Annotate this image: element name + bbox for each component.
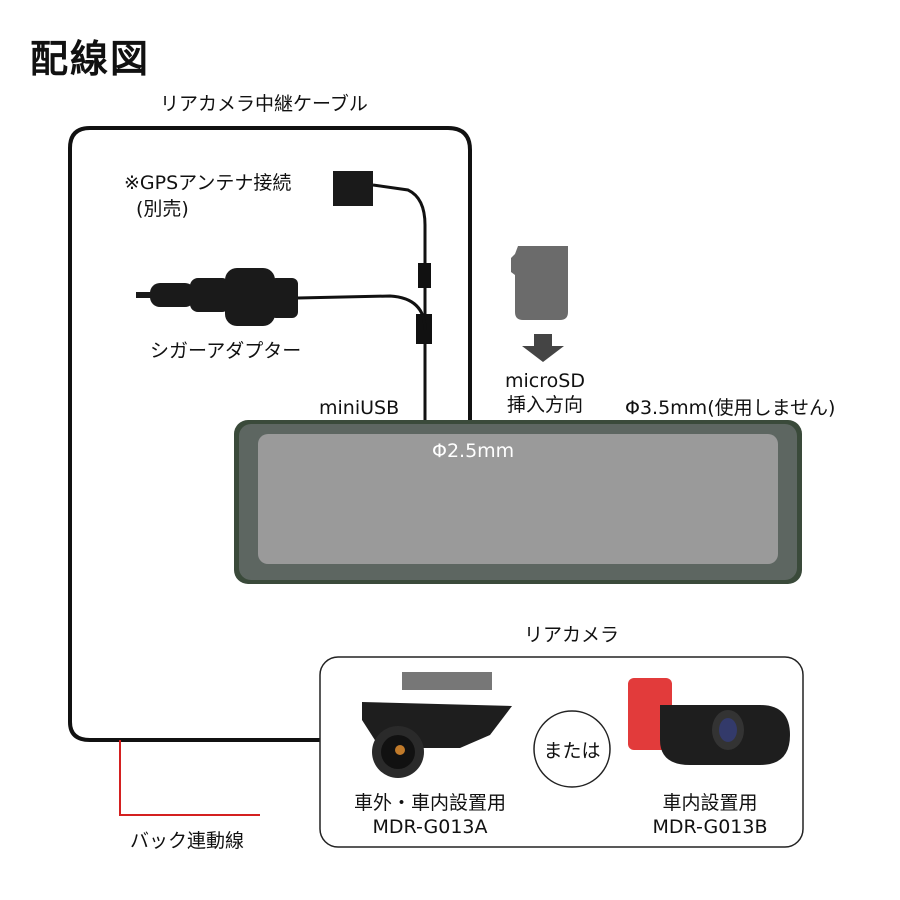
camera-b-model: MDR-G013B bbox=[652, 816, 768, 838]
camera-a-label-line1: 車外・車内設置用 bbox=[353, 792, 506, 814]
back-wire-label: バック連動線 bbox=[130, 830, 245, 852]
gps-label-line1: ※GPSアンテナ接続 bbox=[124, 172, 292, 194]
microsd-label-line1: microSD bbox=[505, 370, 585, 392]
or-label: または bbox=[543, 740, 601, 762]
camera-a-model: MDR-G013A bbox=[372, 816, 488, 838]
page-title: 配線図 bbox=[30, 37, 151, 81]
rear-camera-b-icon bbox=[628, 678, 790, 765]
rear-camera-a-icon bbox=[362, 672, 512, 778]
mirror-monitor-icon bbox=[234, 420, 802, 584]
miniusb-label: miniUSB bbox=[319, 397, 400, 419]
down-arrow-icon bbox=[522, 334, 564, 362]
cigar-adapter-label: シガーアダプター bbox=[150, 340, 302, 362]
phi25-label: Φ2.5mm bbox=[432, 440, 515, 462]
phi35-label: Φ3.5mm(使用しません) bbox=[625, 397, 836, 419]
gps-label-line2: (別売) bbox=[136, 198, 189, 220]
back-wire-line bbox=[119, 740, 260, 816]
microsd-card-icon bbox=[511, 246, 568, 320]
cigar-cable bbox=[297, 294, 427, 331]
microsd-label-line2: 挿入方向 bbox=[506, 394, 583, 416]
or-badge bbox=[533, 710, 611, 788]
gps-cable bbox=[372, 183, 427, 420]
rear-relay-cable-label: リアカメラ中継ケーブル bbox=[160, 93, 368, 115]
rear-camera-label: リアカメラ bbox=[524, 624, 620, 646]
cigar-adapter-icon bbox=[136, 268, 298, 326]
gps-connector-icon bbox=[333, 171, 373, 206]
camera-b-label-line1: 車内設置用 bbox=[662, 792, 758, 814]
rear-relay-cable bbox=[68, 126, 472, 742]
